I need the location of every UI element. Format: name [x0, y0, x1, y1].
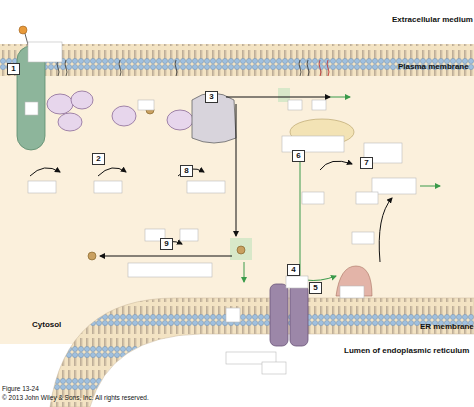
membrane-label: Plasma membrane [398, 62, 469, 72]
region-label: Extracellular medium [392, 15, 473, 25]
callout-number: 8 [184, 166, 188, 175]
callout-box: 3 [205, 91, 218, 103]
callout-number: 6 [296, 151, 300, 160]
callout-box: 9 [160, 238, 173, 250]
arrows [30, 97, 440, 282]
callout-box: 8 [180, 165, 193, 177]
callout-number: 4 [291, 265, 295, 274]
channel-subunit [270, 284, 288, 346]
figure-caption: Figure 13-24 [2, 385, 39, 393]
region-label: Lumen of endoplasmic reticulum [344, 346, 469, 356]
highlight [230, 238, 252, 260]
g-protein [47, 91, 193, 131]
callout-number: 2 [96, 154, 100, 163]
callout-box: 5 [309, 282, 322, 294]
callout-number: 7 [364, 158, 368, 167]
extracellular-region [0, 0, 474, 50]
ligand [19, 26, 27, 34]
region-label: Cytosol [32, 320, 61, 330]
callout-number: 9 [164, 239, 168, 248]
callout-box: 4 [287, 264, 300, 276]
callout-number: 5 [313, 283, 317, 292]
er-membrane [50, 298, 474, 407]
callout-box: 1 [7, 63, 20, 75]
plasma-membrane [0, 44, 474, 76]
callout-number: 3 [209, 92, 213, 101]
callout-box: 2 [92, 153, 105, 165]
membrane-label: ER membrane [420, 322, 474, 332]
channel-subunit [290, 284, 308, 346]
ip3-molecule [88, 252, 96, 260]
lipid-tails [57, 60, 329, 76]
callout-box: 6 [292, 150, 305, 162]
ip3-molecule [237, 246, 245, 254]
blank-box [25, 42, 416, 374]
callout-box: 7 [360, 157, 373, 169]
copyright-note: © 2013 John Wiley & Sons, Inc. All right… [2, 394, 149, 402]
callout-number: 1 [11, 64, 15, 73]
